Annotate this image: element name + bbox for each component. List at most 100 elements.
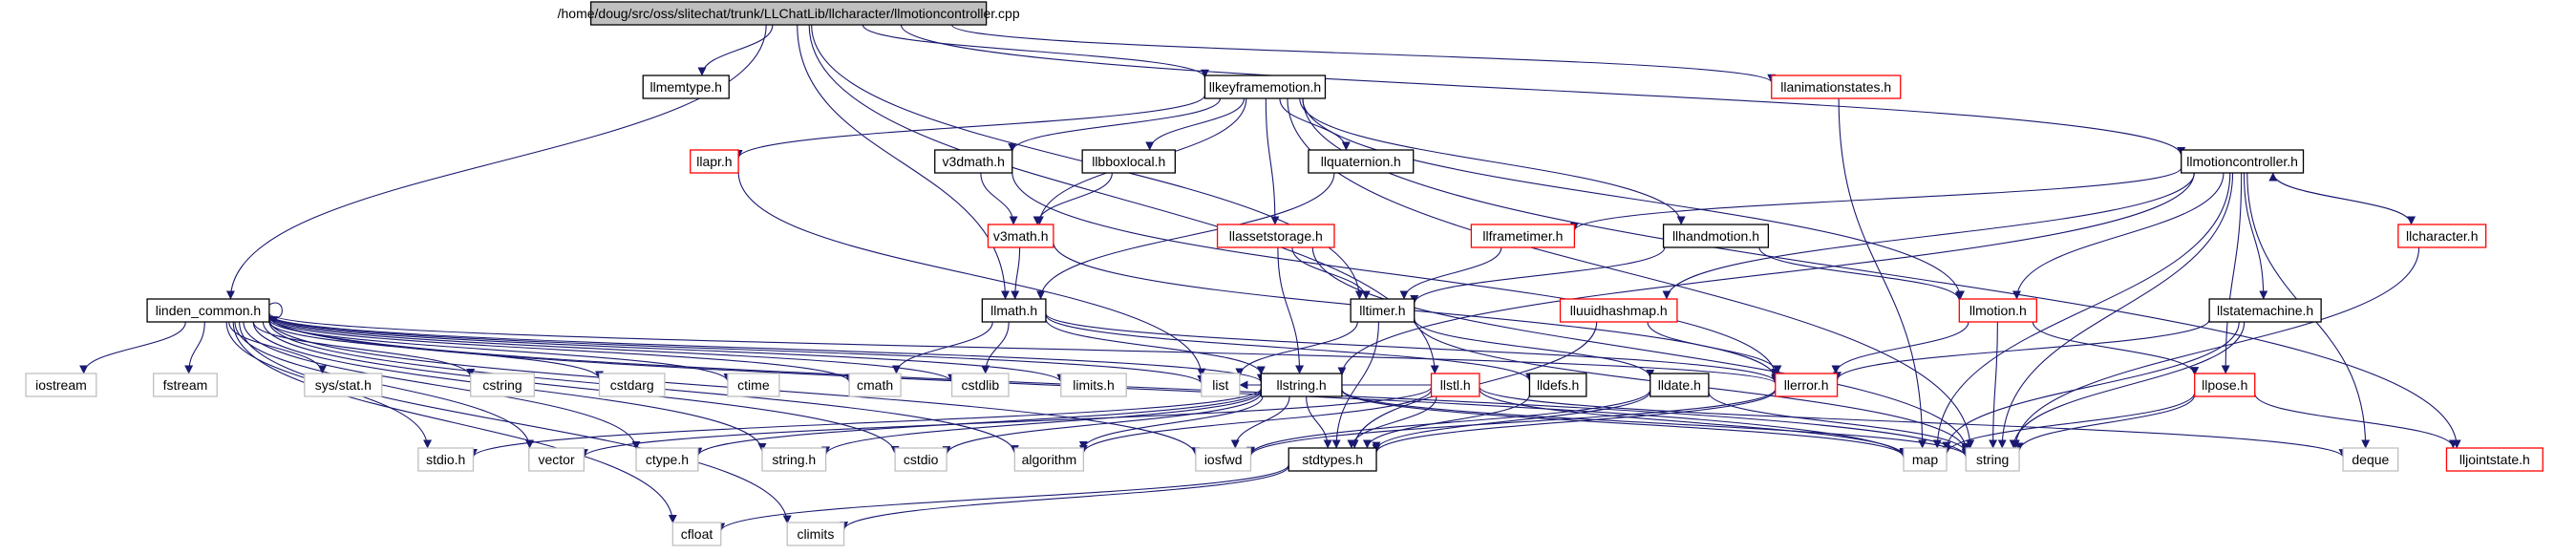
node-label: llmotion.h bbox=[1969, 303, 2027, 318]
node-lltimer[interactable]: lltimer.h bbox=[1350, 298, 1416, 323]
node-lljointstate[interactable]: lljointstate.h bbox=[2445, 447, 2544, 472]
edge-llkeyframemotion-to-llhandmotion bbox=[1299, 97, 1686, 225]
node-string[interactable]: string bbox=[1965, 447, 2020, 472]
node-llapr[interactable]: llapr.h bbox=[690, 149, 739, 174]
node-box bbox=[598, 373, 666, 397]
edge-llmotioncontroller-to-llmotion bbox=[2012, 172, 2225, 300]
node-box bbox=[786, 522, 845, 546]
edge-llstl-to-vector bbox=[580, 386, 1433, 459]
edge-llkeyframemotion-to-llbboxlocal bbox=[1145, 97, 1245, 151]
edge-llstring-to-iosfwd bbox=[1230, 395, 1290, 449]
node-box bbox=[1559, 298, 1678, 323]
node-climits[interactable]: climits bbox=[786, 522, 845, 546]
node-label: iostream bbox=[35, 377, 87, 393]
node-label: llcharacter.h bbox=[2406, 228, 2478, 244]
node-box bbox=[635, 447, 699, 472]
edge-linden_common-to-cstdlib bbox=[268, 315, 956, 383]
node-label: lldate.h bbox=[1658, 377, 1701, 393]
node-lldate[interactable]: lldate.h bbox=[1650, 373, 1710, 397]
node-box bbox=[894, 447, 947, 472]
node-llcharacter[interactable]: llcharacter.h bbox=[2397, 224, 2487, 248]
edge-llmotion-to-llpose bbox=[2032, 321, 2200, 376]
node-box bbox=[981, 298, 1047, 323]
edge-llstl-to-algorithm bbox=[1078, 389, 1433, 454]
node-cmath[interactable]: cmath bbox=[848, 373, 902, 397]
node-stdio[interactable]: stdio.h bbox=[417, 447, 475, 472]
node-box bbox=[2208, 298, 2322, 323]
edge-llhandmotion-to-lltimer bbox=[1410, 246, 1666, 305]
node-lluuidhashmap[interactable]: lluuidhashmap.h bbox=[1559, 298, 1678, 323]
node-iosfwd[interactable]: iosfwd bbox=[1195, 447, 1252, 472]
node-root[interactable]: /home/doug/src/oss/slitechat/trunk/LLCha… bbox=[558, 1, 1020, 26]
node-box bbox=[2194, 373, 2256, 397]
node-stdtypes[interactable]: stdtypes.h bbox=[1288, 447, 1377, 472]
node-llstatemachine[interactable]: llstatemachine.h bbox=[2208, 298, 2322, 323]
node-box bbox=[1771, 75, 1902, 99]
node-sysstat[interactable]: sys/stat.h bbox=[304, 373, 383, 397]
node-llframetimer[interactable]: llframetimer.h bbox=[1470, 224, 1576, 248]
node-cstring[interactable]: cstring bbox=[470, 373, 535, 397]
node-box bbox=[2181, 149, 2305, 174]
edge-linden_common-to-list bbox=[268, 314, 1206, 384]
node-label: llbboxlocal.h bbox=[1092, 154, 1165, 169]
node-list[interactable]: list bbox=[1201, 373, 1241, 397]
edge-stdtypes-to-cfloat bbox=[716, 464, 1289, 532]
node-algorithm[interactable]: algorithm bbox=[1013, 447, 1085, 472]
node-llmotioncontroller[interactable]: llmotioncontroller.h bbox=[2181, 149, 2305, 174]
edge-root-to-llmath bbox=[797, 24, 1011, 300]
node-box bbox=[2342, 447, 2399, 472]
node-box bbox=[1288, 447, 1377, 472]
node-label: llstl.h bbox=[1440, 377, 1471, 393]
node-stringh[interactable]: string.h bbox=[761, 447, 827, 472]
edge-llstring-to-stdtypes bbox=[1306, 395, 1332, 449]
node-box bbox=[934, 149, 1013, 174]
node-box bbox=[727, 373, 780, 397]
node-llmotion[interactable]: llmotion.h bbox=[1958, 298, 2037, 323]
node-llpose[interactable]: llpose.h bbox=[2194, 373, 2256, 397]
node-box bbox=[528, 447, 585, 472]
node-llhandmotion[interactable]: llhandmotion.h bbox=[1662, 224, 1770, 248]
node-label: cstdio bbox=[904, 452, 939, 467]
edge-llmotioncontroller-to-llpose bbox=[2221, 172, 2243, 374]
edge-llmotioncontroller-to-map bbox=[1932, 172, 2231, 449]
node-llerror[interactable]: llerror.h bbox=[1775, 373, 1839, 397]
node-iostream[interactable]: iostream bbox=[25, 373, 97, 397]
node-ctype[interactable]: ctype.h bbox=[635, 447, 699, 472]
edge-root-to-llmemtype bbox=[697, 24, 774, 76]
node-v3math[interactable]: v3math.h bbox=[987, 224, 1054, 248]
node-cstdio[interactable]: cstdio bbox=[894, 447, 947, 472]
node-box bbox=[690, 149, 739, 174]
node-llmath[interactable]: llmath.h bbox=[981, 298, 1047, 323]
edge-llkeyframemotion-to-llmotion bbox=[1302, 97, 1965, 300]
node-label: llstatemachine.h bbox=[2217, 303, 2313, 318]
node-box bbox=[1903, 447, 1948, 472]
node-cstdlib[interactable]: cstdlib bbox=[950, 373, 1010, 397]
edge-llmath-to-cstdlib bbox=[981, 321, 1010, 374]
node-llkeyframemotion[interactable]: llkeyframemotion.h bbox=[1203, 75, 1327, 99]
node-limits[interactable]: limits.h bbox=[1060, 373, 1127, 397]
node-deque[interactable]: deque bbox=[2342, 447, 2399, 472]
edge-llquaternion-to-llmath bbox=[1036, 172, 1335, 300]
node-box bbox=[417, 447, 475, 472]
node-llmemtype[interactable]: llmemtype.h bbox=[642, 75, 730, 99]
node-llquaternion[interactable]: llquaternion.h bbox=[1308, 149, 1415, 174]
node-llanimationstates[interactable]: llanimationstates.h bbox=[1771, 75, 1902, 99]
edge-llframetimer-to-lltimer bbox=[1399, 246, 1502, 300]
node-cstdarg[interactable]: cstdarg bbox=[598, 373, 666, 397]
node-linden_common[interactable]: linden_common.h bbox=[146, 298, 270, 323]
node-map[interactable]: map bbox=[1903, 447, 1948, 472]
node-llassetstorage[interactable]: llassetstorage.h bbox=[1216, 224, 1335, 248]
node-llbboxlocal[interactable]: llbboxlocal.h bbox=[1081, 149, 1176, 174]
node-fstream[interactable]: fstream bbox=[152, 373, 218, 397]
edge-lldate-to-iosfwd bbox=[1246, 389, 1651, 456]
node-lldefs[interactable]: lldefs.h bbox=[1528, 373, 1587, 397]
node-label: /home/doug/src/oss/slitechat/trunk/LLCha… bbox=[558, 6, 1020, 21]
node-llstring[interactable]: llstring.h bbox=[1260, 373, 1343, 397]
node-label: stdio.h bbox=[426, 452, 465, 467]
node-vector[interactable]: vector bbox=[528, 447, 585, 472]
node-v3dmath[interactable]: v3dmath.h bbox=[934, 149, 1013, 174]
edge-linden_common-to-limits bbox=[268, 314, 1066, 383]
node-llstl[interactable]: llstl.h bbox=[1430, 373, 1480, 397]
node-cfloat[interactable]: cfloat bbox=[671, 522, 722, 546]
node-ctime[interactable]: ctime bbox=[727, 373, 780, 397]
